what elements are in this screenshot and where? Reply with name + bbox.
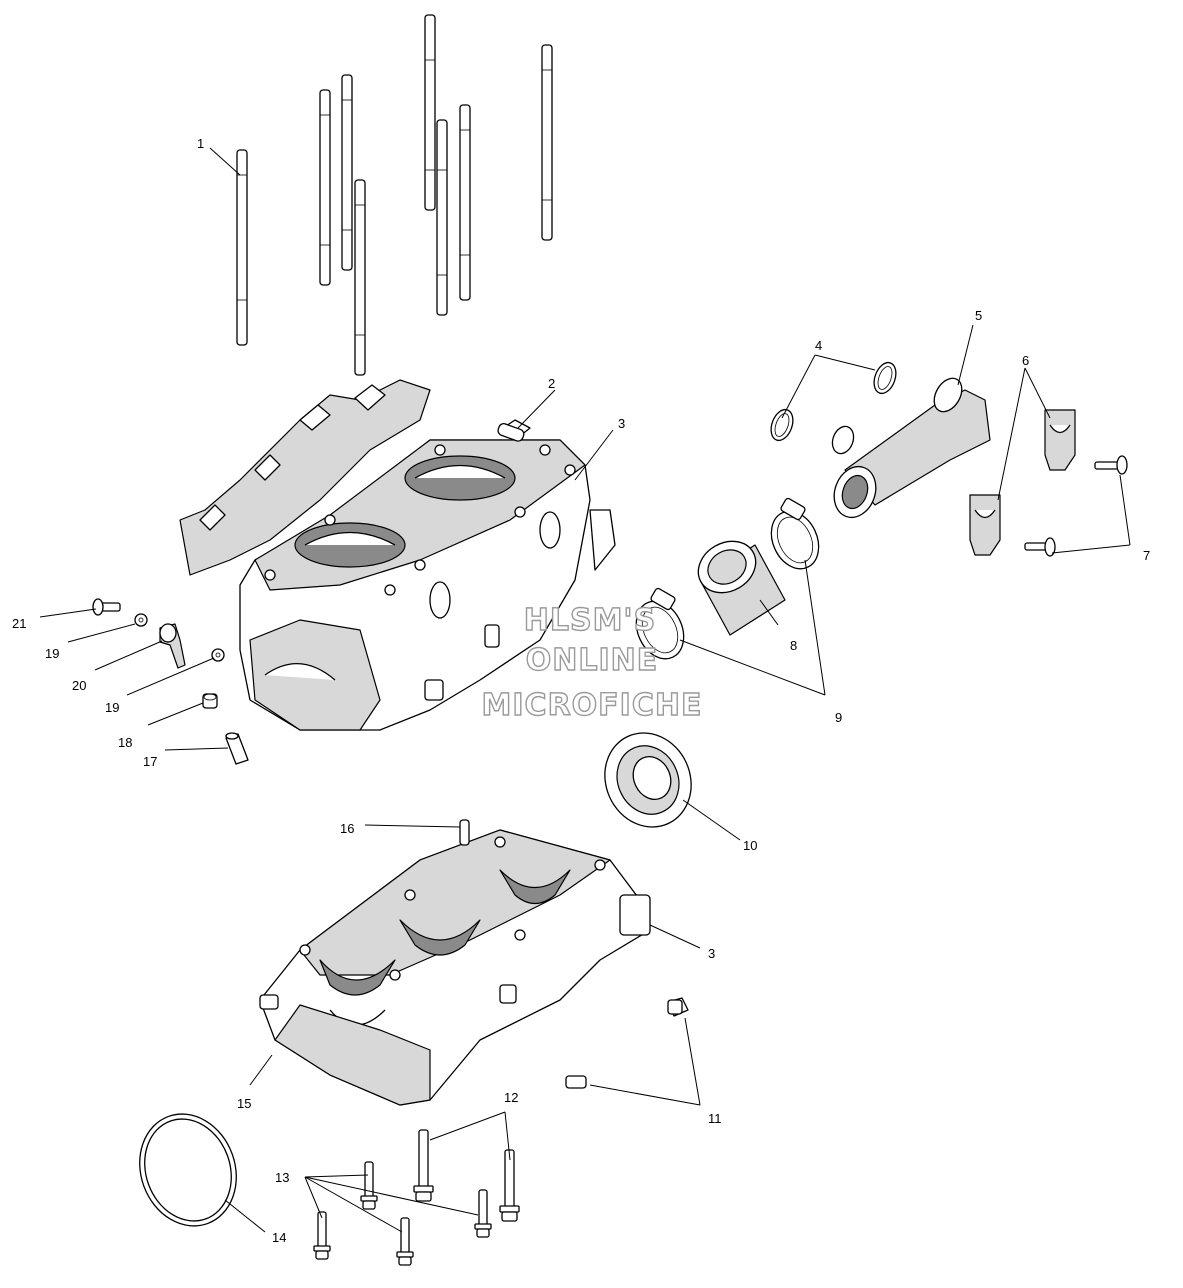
stud [424,14,436,211]
callout-1: 1 [197,136,204,151]
hose-clamps [635,497,820,660]
callout-21: 21 [12,616,26,631]
callout-13: 13 [275,1170,289,1185]
hose [697,540,786,636]
screws [1024,455,1128,557]
callout-19-lower: 19 [105,700,119,715]
callout-labels: 1 2 3 4 5 6 7 8 9 10 3 11 12 13 14 15 16… [12,136,1150,1245]
plugs [565,997,689,1089]
stud [236,149,248,346]
callout-18: 18 [118,735,132,750]
callout-2: 2 [548,376,555,391]
watermark-line-2: ONLINE [526,643,659,678]
bolt [413,1129,434,1202]
callout-5: 5 [975,308,982,323]
stud [541,44,553,241]
callout-8: 8 [790,638,797,653]
bolt [360,1161,378,1210]
stud [436,119,448,316]
callout-7: 7 [1143,548,1150,563]
bolt [396,1217,414,1266]
bolt [474,1189,492,1238]
bolt [313,1211,331,1260]
cylinder-studs [236,14,553,376]
callout-16: 16 [340,821,354,836]
o-rings [770,361,897,442]
callout-20: 20 [72,678,86,693]
stud [341,74,353,271]
callout-19-upper: 19 [45,646,59,661]
callout-3-upper: 3 [618,416,625,431]
callout-9: 9 [835,710,842,725]
dowel-pin [497,419,531,442]
dowel [459,819,470,846]
lower-crankcase [259,829,651,1106]
upper-crankcase [179,379,616,731]
callout-14: 14 [272,1230,286,1245]
brackets [969,409,1076,556]
watermark: HLSM'S ONLINE MICROFICHE [481,602,703,723]
stud [459,104,471,301]
callout-3-lower: 3 [708,946,715,961]
callout-11: 11 [708,1111,722,1126]
leader-lines [39,147,1131,1233]
callout-10: 10 [743,838,757,853]
callout-12: 12 [504,1090,518,1105]
watermark-line-3: MICROFICHE [482,688,703,723]
callout-17: 17 [143,754,157,769]
callout-4: 4 [815,338,822,353]
stud [354,179,366,376]
water-elbow [831,377,991,519]
callout-6: 6 [1022,353,1029,368]
watermark-line-1: HLSM'S [524,603,656,638]
retaining-ring [139,1113,237,1227]
callout-15: 15 [237,1096,251,1111]
small-parts [92,598,249,765]
stud [319,89,331,286]
flange-bolts [313,1129,520,1266]
bolt [499,1149,520,1222]
crank-seal [604,732,692,828]
